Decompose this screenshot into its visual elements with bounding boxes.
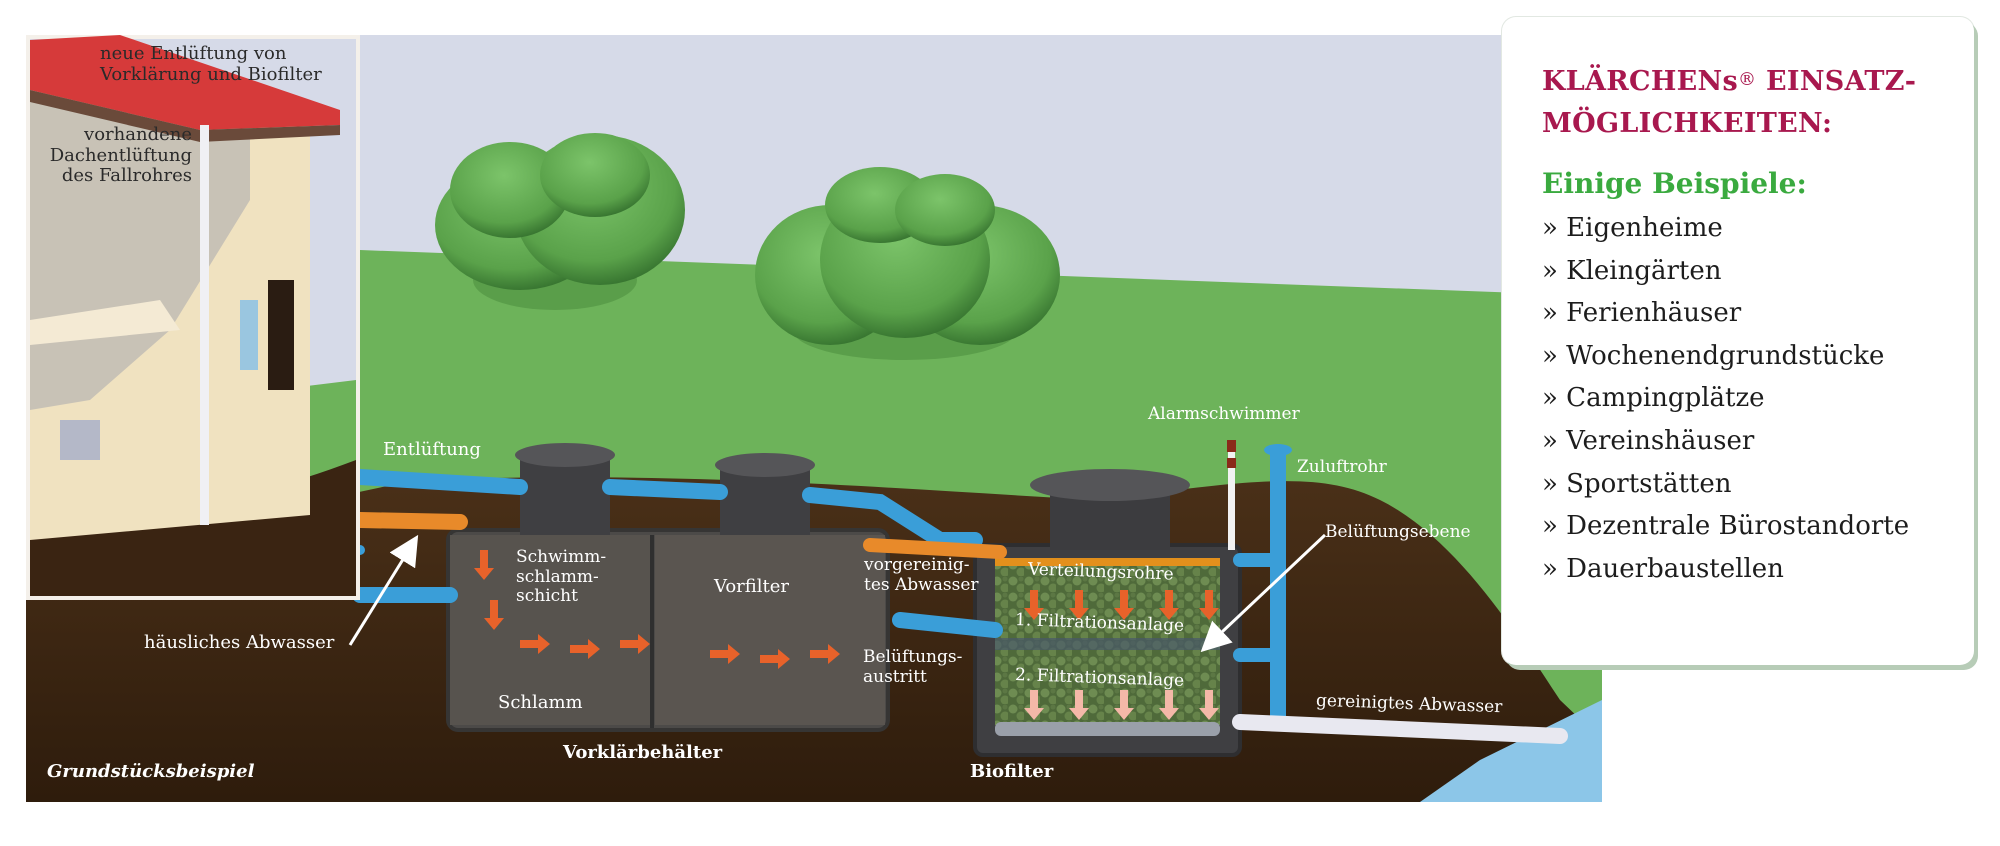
list-item: » Dauerbaustellen xyxy=(1542,553,1784,584)
water-stream xyxy=(1420,700,1602,802)
label-alarm-float: Alarmschwimmer xyxy=(1148,404,1300,424)
applications-panel: KLÄRCHENs® EINSATZ- MÖGLICHKEITEN: Einig… xyxy=(1502,17,1974,665)
list-item: » Kleingärten xyxy=(1542,255,1722,286)
aeration-level-leader xyxy=(1200,533,1327,653)
list-item: » Ferienhäuser xyxy=(1542,298,1742,329)
alarm-float xyxy=(1227,440,1236,550)
list-item: » Eigenheime xyxy=(1542,213,1723,243)
label-domestic-wastewater: häusliches Abwasser xyxy=(144,632,335,653)
list-item: » Sportstätten xyxy=(1542,468,1732,499)
domestic-wastewater-leader xyxy=(348,534,419,646)
label-new-vent: neue Entlüftung von Vorklärung und Biofi… xyxy=(100,43,322,85)
label-prefilter: Vorfilter xyxy=(714,576,790,597)
registered-mark: ® xyxy=(1738,69,1757,90)
house-inset xyxy=(26,35,360,600)
label-venting: Entlüftung xyxy=(383,439,481,460)
clean-water-pipe xyxy=(1232,714,1568,744)
label-pretreated-wastewater: vorgereinig- tes Abwasser xyxy=(864,555,979,595)
list-item: » Campingplätze xyxy=(1542,383,1765,414)
bush-right xyxy=(755,167,1060,360)
panel-title: KLÄRCHENs® EINSATZ- MÖGLICHKEITEN: xyxy=(1542,66,1917,139)
list-item: » Wochenendgrundstücke xyxy=(1542,340,1885,371)
applications-list: » Eigenheime » Kleingärten » Ferienhäuse… xyxy=(1542,207,1909,590)
label-aeration-outlet: Belüftungs- austritt xyxy=(863,647,963,687)
label-supply-air-pipe: Zuluftrohr xyxy=(1297,457,1387,477)
list-item: » Dezentrale Bürostandorte xyxy=(1542,511,1910,542)
panel-subtitle: Einige Beispiele: xyxy=(1542,167,1807,200)
label-property-example: Grundstücksbeispiel xyxy=(47,761,255,782)
roof xyxy=(30,35,340,130)
flow-arrows xyxy=(474,550,1219,669)
bush-left xyxy=(435,133,685,310)
filtered-arrows xyxy=(1024,690,1219,720)
label-sludge: Schlamm xyxy=(498,692,583,713)
label-scum-layer: Schwimm- schlamm- schicht xyxy=(516,547,607,607)
list-item: » Vereinshäuser xyxy=(1542,425,1755,456)
label-pretreatment-tank: Vorklärbehälter xyxy=(563,742,723,763)
label-biofilter: Biofilter xyxy=(970,761,1054,782)
label-existing-vent: vorhandene Dachentlüftung des Fallrohres xyxy=(49,124,192,187)
label-aeration-level: Belüftungsebene xyxy=(1325,522,1471,542)
